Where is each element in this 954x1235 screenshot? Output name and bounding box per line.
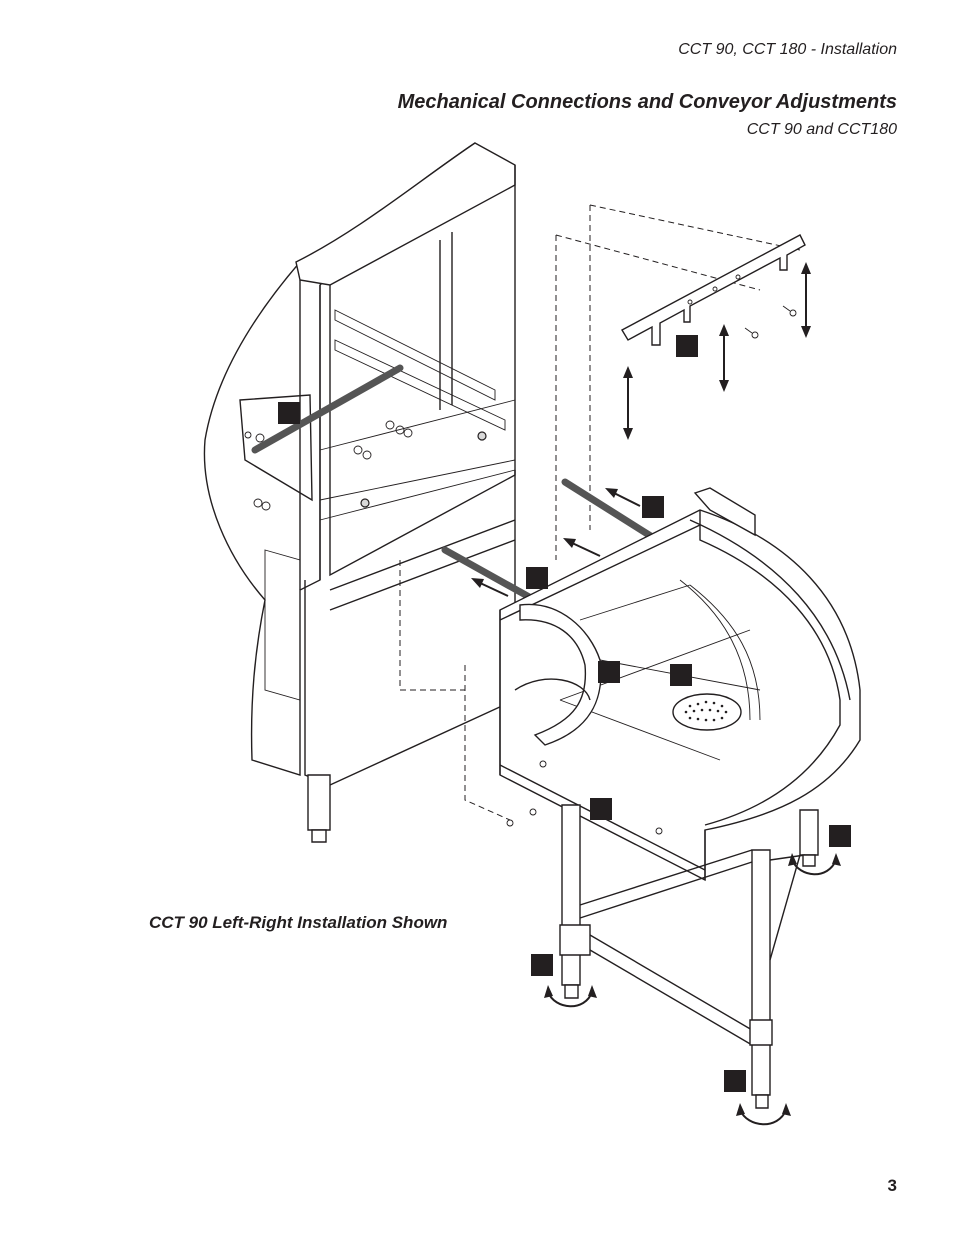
adjustment-bracket [621, 234, 811, 440]
callout-marker [278, 402, 300, 424]
callout-marker [642, 496, 664, 518]
callout-markers [278, 335, 851, 1092]
connection-rods [441, 478, 669, 607]
figure-caption: CCT 90 Left-Right Installation Shown [149, 913, 448, 932]
dishwasher-body [203, 142, 516, 843]
conveyor-stand [544, 804, 841, 1126]
dashed-guides [399, 204, 801, 821]
callout-marker [531, 954, 553, 976]
corner-conveyor [499, 487, 861, 882]
section-subtitle: CCT 90 and CCT180 [746, 121, 897, 138]
page-number: 3 [887, 1176, 897, 1195]
callout-marker [829, 825, 851, 847]
callout-marker [590, 798, 612, 820]
section-title: Mechanical Connections and Conveyor Adju… [397, 91, 897, 113]
callout-marker [676, 335, 698, 357]
callout-marker [724, 1070, 746, 1092]
callout-marker [598, 661, 620, 683]
callout-marker [526, 567, 548, 589]
callout-marker [670, 664, 692, 686]
document-header: CCT 90, CCT 180 - Installation [678, 41, 897, 58]
